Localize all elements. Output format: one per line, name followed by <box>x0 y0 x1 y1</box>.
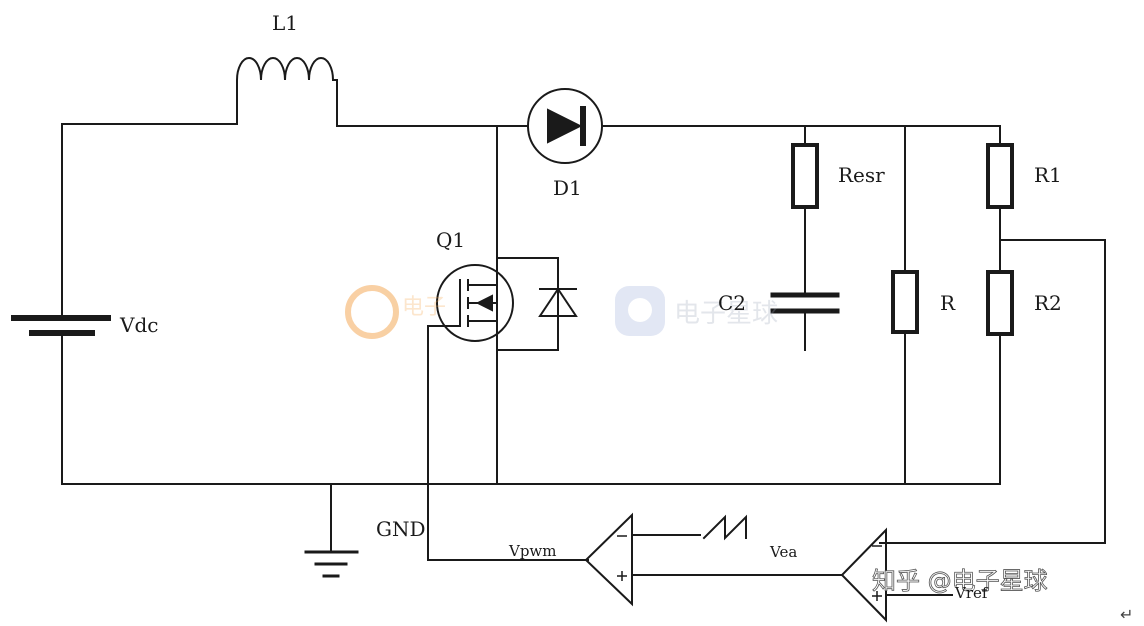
body-diode-frame <box>496 257 559 351</box>
comparator-plus-sign <box>617 571 627 581</box>
label-vea: Vea <box>769 543 797 561</box>
wire-feedback <box>879 239 1106 544</box>
label-l1: L1 <box>272 11 298 35</box>
robot-logo-face <box>628 298 652 322</box>
diode-d1-triangle <box>547 108 583 144</box>
label-c2: C2 <box>718 291 746 315</box>
wire-vdc-top <box>61 123 238 286</box>
label-vref: Vref <box>954 584 989 602</box>
mosfet-q1-gate-wire <box>427 325 589 561</box>
label-vdc: Vdc <box>119 313 158 337</box>
return-mark: ↵ <box>1120 605 1133 624</box>
watermark-center: 电子星球 <box>615 286 778 336</box>
label-r: R <box>940 291 956 315</box>
label-q1: Q1 <box>436 228 465 252</box>
watermark-left-text: 电子 <box>402 295 446 320</box>
label-d1: D1 <box>553 176 582 200</box>
resistor-r1 <box>986 143 1014 209</box>
mosfet-q1-arrow <box>475 294 493 312</box>
resistor-r2 <box>986 270 1014 336</box>
label-gnd: GND <box>376 517 426 541</box>
watermark-center-text: 电子星球 <box>674 299 778 329</box>
sawtooth-ramp <box>702 514 747 541</box>
error-amplifier <box>840 527 887 623</box>
label-vpwm: Vpwm <box>508 542 557 560</box>
error-amp-plus-sign <box>872 591 882 601</box>
comparator-pwm <box>584 512 633 607</box>
inductor-l1 <box>236 57 338 127</box>
body-diode-triangle <box>538 287 578 317</box>
resistor-r <box>891 270 919 334</box>
watermark-left: 电子 <box>345 285 446 339</box>
label-r2: R2 <box>1034 291 1062 315</box>
resistor-resr <box>791 143 819 209</box>
label-r1: R1 <box>1034 163 1062 187</box>
label-resr: Resr <box>838 163 885 187</box>
credit-watermark: 知乎 @电子星球 <box>872 567 1048 595</box>
mosfet-q1-circle <box>436 264 514 342</box>
plug-logo-icon <box>345 285 399 339</box>
